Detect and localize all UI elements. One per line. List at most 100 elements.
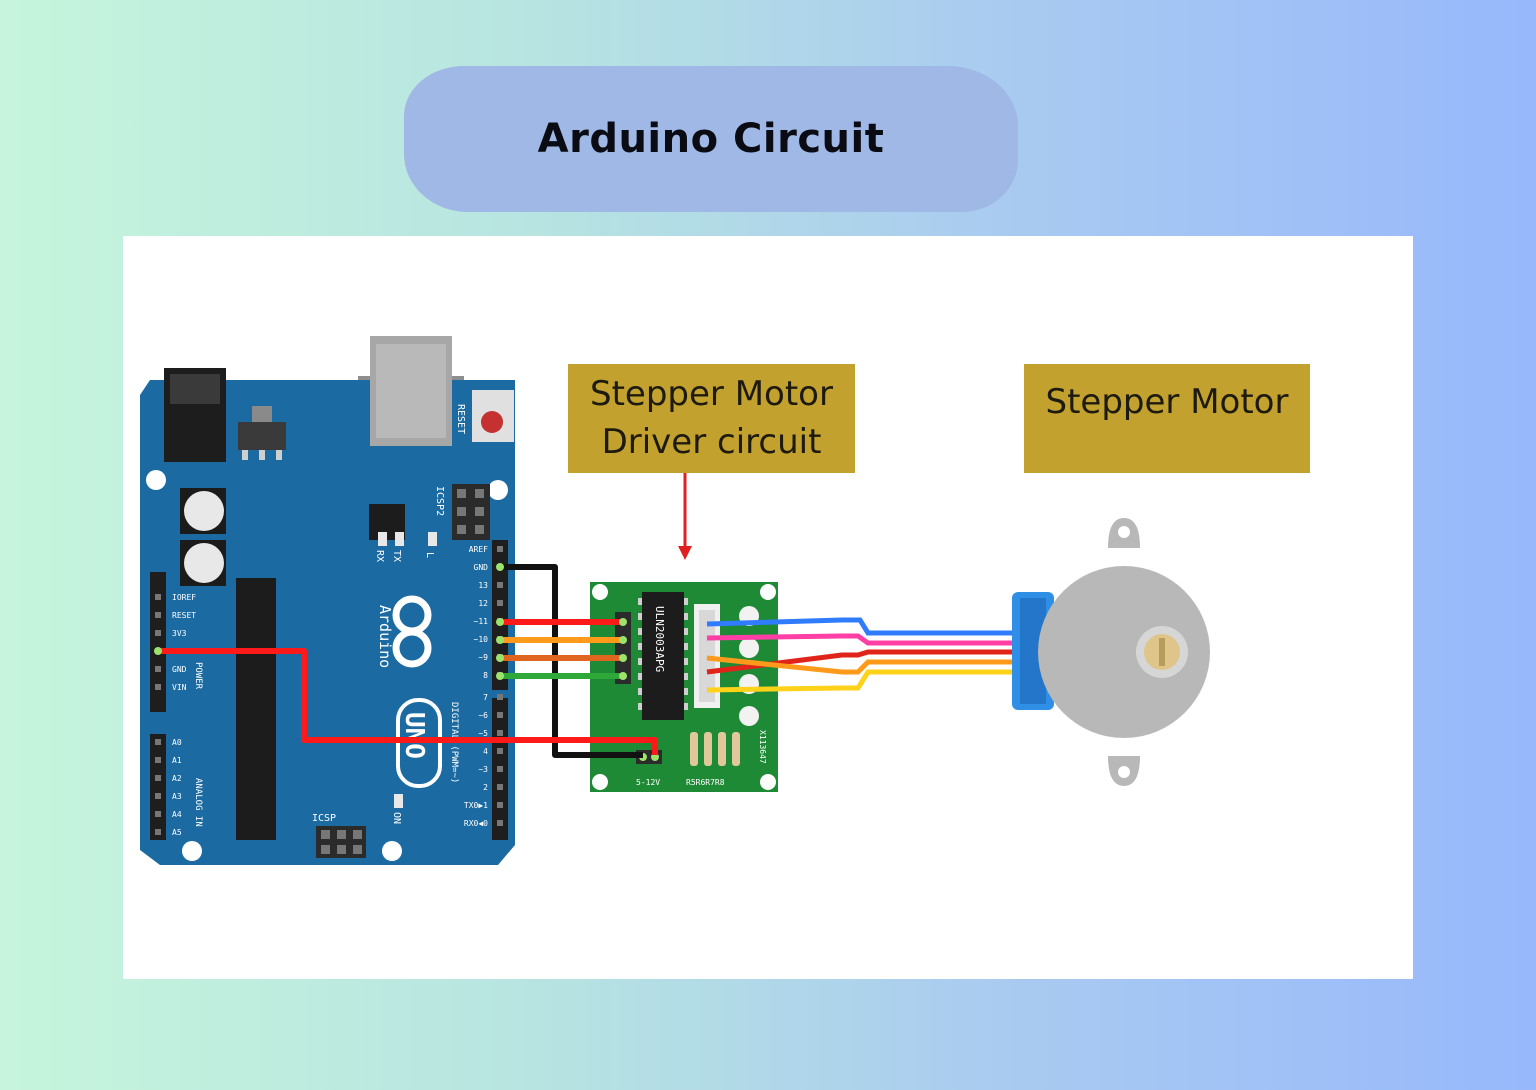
- rx-led: [378, 532, 387, 546]
- mount-hole: [146, 470, 166, 490]
- digital-pin-label: 12: [478, 599, 488, 608]
- resistor-label: R5R6R7R8: [686, 778, 725, 787]
- digital-pin: [497, 730, 503, 736]
- power-pin-label: 3V3: [172, 629, 187, 638]
- regulator-tab: [252, 406, 272, 422]
- header-label: X113647: [758, 730, 767, 764]
- digital-pin-label: ~5: [478, 729, 488, 738]
- digital-pin: [497, 766, 503, 772]
- power-pin-label: RESET: [172, 611, 196, 620]
- digital-pin-label: ~6: [478, 711, 488, 720]
- on-label: ON: [391, 812, 402, 824]
- chip-leg: [684, 643, 688, 650]
- icsp-label: ICSP: [312, 813, 336, 824]
- wire-red-5v: [158, 648, 658, 755]
- chip-label: ULN2003APG: [653, 606, 666, 672]
- power-pin: [155, 594, 161, 600]
- power-pin: [155, 684, 161, 690]
- digital-pin: [497, 600, 503, 606]
- chip-leg: [684, 658, 688, 665]
- atmega-chip: [236, 578, 276, 840]
- arduino-logo-icon: [392, 595, 432, 668]
- motor-housing: [1038, 566, 1210, 738]
- mount-hole: [382, 841, 402, 861]
- capacitor-top: [184, 543, 224, 583]
- mount-hole: [592, 774, 608, 790]
- digital-pin-label: RX0◀0: [464, 819, 488, 828]
- wire-orange: [706, 655, 1015, 675]
- digital-pin-label: ~9: [478, 653, 488, 662]
- arduino-pcb: [140, 380, 515, 865]
- driver-input-header: [615, 612, 631, 684]
- capacitor-top: [184, 491, 224, 531]
- mount-hole: [488, 480, 508, 500]
- chip-leg: [684, 703, 688, 710]
- page-title: Arduino Circuit: [537, 116, 885, 162]
- digital-pin-label: TX0▶1: [464, 801, 488, 810]
- analog-pin: [155, 775, 161, 781]
- digital-pin: [497, 712, 503, 718]
- power-pin-label: IOREF: [172, 593, 196, 602]
- uno-label: UNO: [399, 712, 429, 759]
- digital-pin-label: AREF: [469, 545, 488, 554]
- digital-pin-label: ~3: [478, 765, 488, 774]
- uln2003-chip: [642, 592, 684, 720]
- analog-pin: [155, 793, 161, 799]
- wire-pin-dots: [154, 563, 627, 680]
- digital-pin-label: 8: [483, 671, 488, 680]
- power-pin-label: GND: [172, 665, 187, 674]
- digital-pin: [497, 748, 503, 754]
- chip-leg: [638, 598, 642, 605]
- analog-pin: [155, 829, 161, 835]
- voltage-regulator: [238, 422, 286, 450]
- motor-wires: [706, 617, 1015, 693]
- chip-leg: [638, 703, 642, 710]
- l-led: [428, 532, 437, 546]
- digital-pin-label: 4: [483, 747, 488, 756]
- digital-pin-label: GND: [474, 563, 489, 572]
- digital-pin-label: 2: [483, 783, 488, 792]
- power-label: POWER: [193, 662, 203, 690]
- chip-leg: [638, 628, 642, 635]
- analog-pin-label: A3: [172, 792, 182, 801]
- digital-pin: [497, 802, 503, 808]
- analog-pin-label: A2: [172, 774, 182, 783]
- digital-pin: [497, 784, 503, 790]
- analog-header: [150, 734, 166, 840]
- on-led: [394, 794, 403, 808]
- digital-pin-label: ~11: [474, 617, 489, 626]
- digital-pin: [497, 546, 503, 552]
- arduino-board: RESET ICSP2 TX RX L Arduino UNO ON: [140, 336, 515, 865]
- digital-pin: [497, 820, 503, 826]
- arduino-brand: Arduino: [376, 605, 394, 668]
- analog-pin: [155, 811, 161, 817]
- control-wires: [158, 564, 658, 758]
- chip-leg: [684, 688, 688, 695]
- digital-pin: [497, 582, 503, 588]
- icsp2-label: ICSP2: [434, 486, 445, 516]
- reset-label: RESET: [455, 404, 466, 434]
- driver-label-box: Stepper Motor Driver circuit: [568, 364, 855, 473]
- power-pin: [155, 666, 161, 672]
- analog-pin-label: A0: [172, 738, 182, 747]
- chip-leg: [684, 673, 688, 680]
- l-label: L: [424, 552, 435, 558]
- stepper-motor: [1012, 518, 1210, 786]
- driver-power-label: 5-12V: [636, 778, 660, 787]
- mount-hole: [592, 584, 608, 600]
- analog-pin: [155, 739, 161, 745]
- power-pin-label: VIN: [172, 683, 187, 692]
- wire-pink: [706, 633, 1015, 646]
- rx-label: RX: [374, 550, 385, 562]
- wire-red: [706, 649, 1015, 675]
- wire-blue: [706, 617, 1015, 636]
- icsp-header: [316, 826, 366, 858]
- chip-leg: [638, 643, 642, 650]
- digital-pin-label: ~10: [474, 635, 489, 644]
- title-banner: Arduino Circuit: [404, 66, 1018, 212]
- driver-led: [739, 706, 759, 726]
- reset-button-cap: [481, 411, 503, 433]
- wire-yellow: [706, 669, 1015, 693]
- arrow-down-icon: [678, 473, 692, 560]
